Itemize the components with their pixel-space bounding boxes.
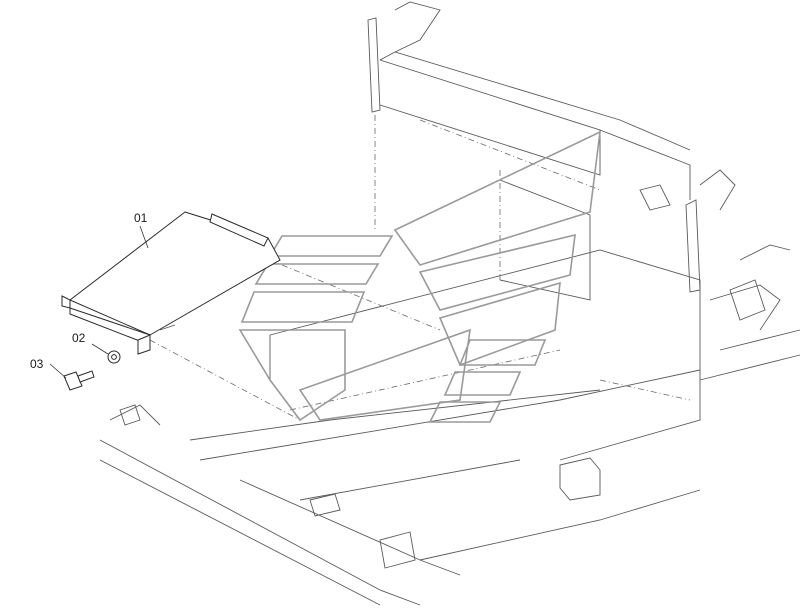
callout-02: 02: [72, 331, 86, 345]
cover-plate-part[interactable]: [61, 211, 281, 355]
watermark-plates: [238, 130, 601, 423]
callout-03: 03: [30, 357, 44, 371]
callout-01: 01: [134, 211, 148, 225]
bolt-part[interactable]: [63, 370, 95, 391]
leader-lines: [49, 225, 149, 379]
washer-part[interactable]: [107, 350, 121, 364]
assembly-lines: [149, 115, 691, 421]
